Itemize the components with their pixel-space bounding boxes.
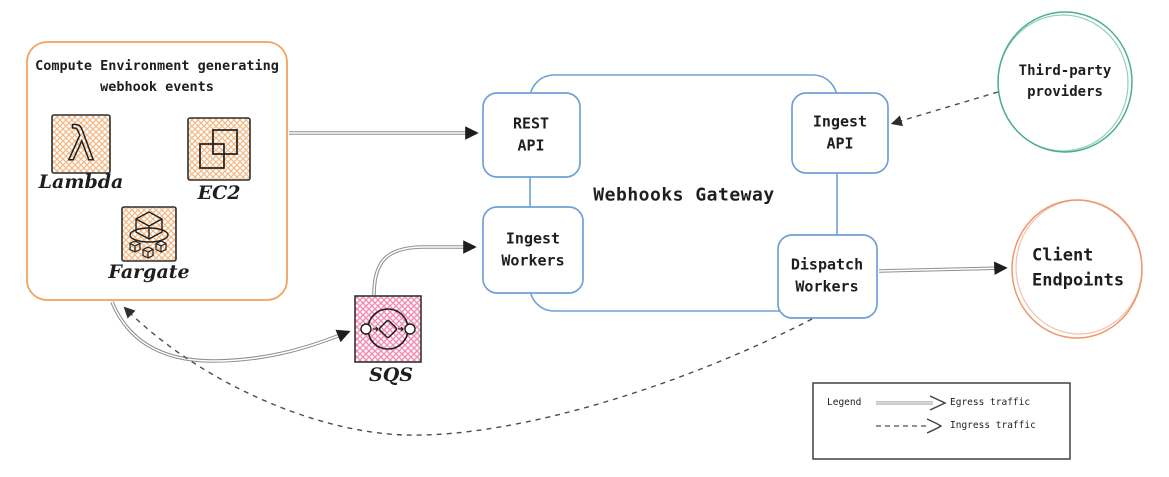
client-endpoints-circle — [1011, 199, 1143, 339]
third-party-label: Third-party providers — [1018, 63, 1112, 100]
legend-title: Legend — [827, 397, 862, 408]
rest-api-label: REST API — [512, 114, 550, 154]
legend-ingress-arrow — [876, 418, 943, 434]
ingress-arrow-dispatch-to-compute — [123, 306, 813, 436]
egress-arrow-sqs-to-ingest-workers — [372, 240, 477, 296]
legend-egress-label: Egress traffic — [950, 397, 1031, 408]
ec2-label: EC2 — [197, 182, 241, 204]
fargate-icon — [121, 206, 177, 262]
webhooks-gateway-title: Webhooks Gateway — [593, 184, 775, 206]
lambda-icon: λ — [51, 114, 111, 174]
sqs-label: SQS — [369, 364, 413, 386]
ec2-icon — [187, 117, 251, 181]
rest-api-box — [482, 92, 581, 178]
compute-environment-title: Compute Environment generating webhook e… — [35, 58, 279, 95]
legend-egress-arrow — [876, 395, 947, 411]
svg-text:λ: λ — [67, 117, 94, 171]
client-endpoints-label: Client Endpoints — [1032, 245, 1125, 290]
legend-ingress-label: Ingress traffic — [950, 420, 1036, 431]
ingest-workers-label: Ingest Workers — [501, 229, 565, 269]
third-party-circle — [997, 11, 1133, 153]
legend-box — [812, 382, 1071, 460]
ingest-api-box — [791, 92, 889, 174]
dispatch-workers-label: Dispatch Workers — [790, 255, 864, 295]
compute-environment-box — [26, 41, 288, 301]
webhooks-gateway-box — [529, 74, 838, 312]
egress-arrow-dispatch-to-client — [878, 261, 1008, 276]
dispatch-workers-box — [777, 234, 878, 319]
ingress-arrow-thirdparty-to-ingest-api — [890, 91, 999, 127]
ingest-api-label: Ingest API — [812, 112, 868, 152]
egress-arrow-compute-to-sqs — [110, 301, 351, 363]
fargate-label: Fargate — [108, 261, 190, 283]
ingest-workers-box — [482, 206, 584, 294]
lambda-label: Lambda — [38, 171, 124, 193]
sqs-icon — [354, 295, 422, 363]
